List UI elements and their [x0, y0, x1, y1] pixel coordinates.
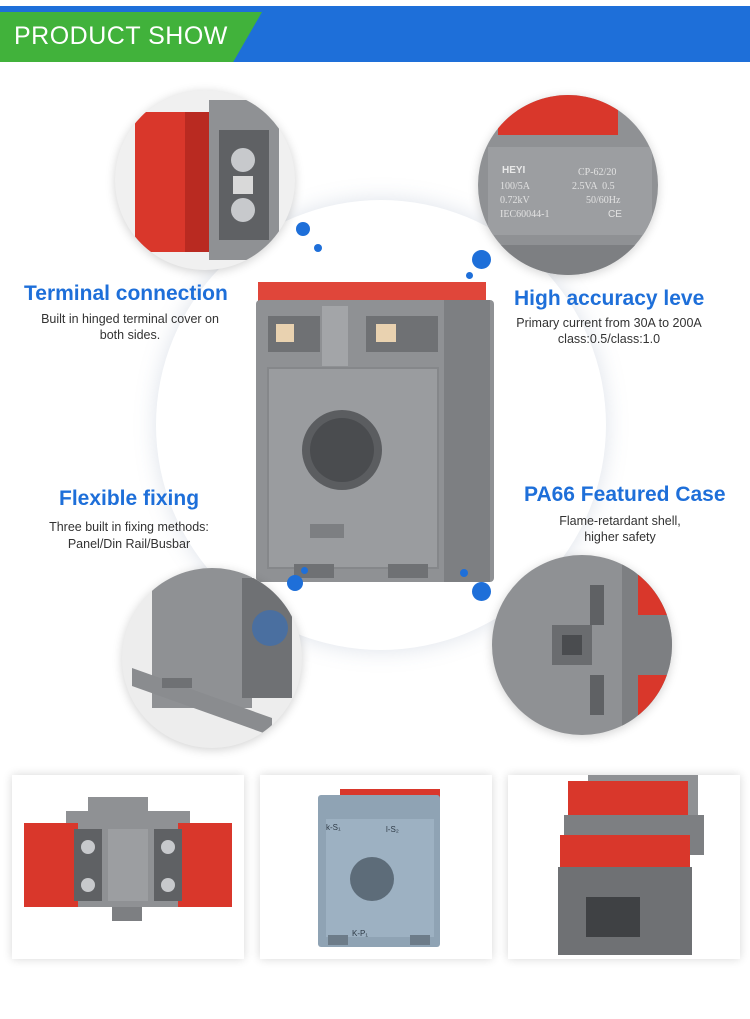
nameplate-brand: HEYI [502, 165, 526, 176]
nameplate-ratio: 100/5A [500, 181, 530, 192]
nameplate-standard: IEC60044-1 [500, 209, 550, 220]
feature-case-line: Flame-retardant shell, [559, 514, 681, 528]
product-main-image [248, 278, 496, 590]
feature-accuracy-title: High accuracy leve [514, 287, 705, 310]
nameplate-mark: CE [608, 209, 622, 220]
detail-circle-fixing [122, 568, 302, 748]
banner-title: PRODUCT SHOW [14, 22, 228, 50]
feature-fixing-line: Panel/Din Rail/Busbar [67, 537, 191, 551]
nameplate-burden: 2.5VA 0.5 [572, 181, 615, 192]
hinged-cover-icon [115, 90, 295, 270]
nameplate-frequency: 50/60Hz [586, 195, 621, 206]
product-photo-card: k-S₁ l-S₂ K-P₁ [260, 775, 492, 959]
product-photo-card [12, 775, 244, 959]
decor-dot [296, 222, 310, 236]
nameplate-icon [478, 95, 658, 275]
decor-dot [472, 250, 491, 269]
marking-p1: K-P₁ [352, 929, 369, 938]
decor-dot [287, 575, 303, 591]
feature-fixing-title: Flexible fixing [59, 487, 200, 510]
detail-circle-case [492, 555, 672, 735]
banner-green-tab [0, 12, 262, 62]
feature-fixing-line: Three built in fixing methods: [49, 520, 209, 534]
decor-dot [301, 567, 308, 574]
nameplate-voltage: 0.72kV [500, 195, 530, 206]
decor-dot [472, 582, 491, 601]
detail-circle-terminal [115, 90, 295, 270]
decor-dot [314, 244, 322, 252]
marking-s2: l-S₂ [386, 825, 399, 834]
feature-accuracy-line: Primary current from 30A to 200A [516, 316, 702, 330]
decor-dot [466, 272, 473, 279]
marking-s1: k-S₁ [326, 823, 341, 832]
decor-dot [460, 569, 468, 577]
header-banner: PRODUCT SHOW [0, 0, 750, 62]
feature-accuracy-line: class:0.5/class:1.0 [557, 332, 661, 346]
feature-terminal-line: both sides. [99, 328, 161, 342]
din-rail-icon [122, 568, 302, 748]
detail-circle-nameplate: HEYI CP-62/20 100/5A 2.5VA 0.5 0.72kV 50… [478, 95, 658, 275]
feature-case-line: higher safety [584, 530, 656, 544]
nameplate-model: CP-62/20 [578, 167, 617, 178]
case-latch-icon [492, 555, 672, 735]
feature-terminal-line: Built in hinged terminal cover on [41, 312, 219, 326]
feature-case-title: PA66 Featured Case [524, 483, 726, 506]
product-photo-card [508, 775, 740, 959]
feature-terminal-title: Terminal connection [24, 282, 228, 305]
